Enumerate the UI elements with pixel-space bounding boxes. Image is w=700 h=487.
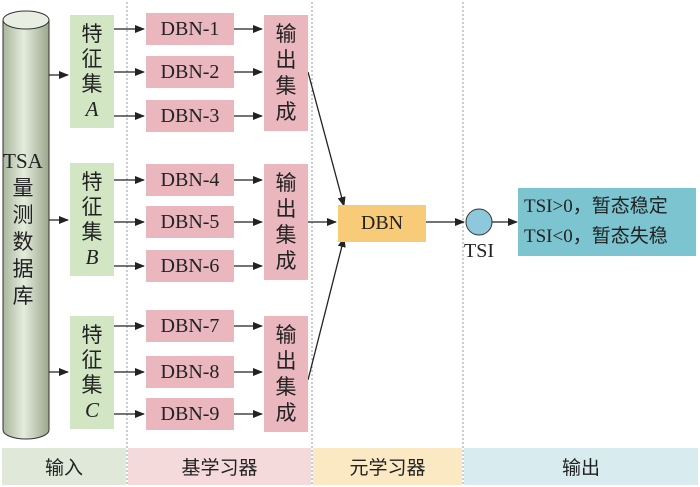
feature-set-letter: B [85,244,99,269]
feature-set-letter: A [85,96,99,121]
integration-char: 出 [275,349,297,373]
band-base-learner: 基学习器 [128,448,311,485]
output-box: TSI>0，暂态稳定 TSI<0，暂态失稳 [518,188,696,256]
database-label: TSA 量 测 数 据 库 [0,148,46,310]
integration-char: 集 [275,375,297,399]
feature-set-c: 特 征 集 C [70,316,114,429]
arrow-integration1-meta [307,71,346,207]
base-learner-dbn-2: DBN-2 [146,56,234,88]
band-meta-learner: 元学习器 [313,448,462,485]
base-learner-dbn-7: DBN-7 [146,310,234,342]
feature-set-b: 特 征 集 B [70,163,114,276]
base-learner-dbn-9: DBN-9 [146,398,234,430]
integration-char: 集 [275,74,297,98]
arrow-integration3-meta [307,237,346,381]
database-label-line: 量 [12,176,34,200]
feature-set-char: 征 [81,194,103,219]
feature-set-letter: C [84,397,99,422]
feature-set-char: 特 [81,322,103,347]
integration-char: 成 [275,401,297,425]
integration-char: 出 [275,48,297,72]
band-input: 输入 [2,448,126,485]
base-learner-dbn-5: DBN-5 [146,206,234,238]
output-stable-line: TSI>0，暂态稳定 [524,196,668,217]
integration-char: 输 [275,22,297,46]
database-label-line: 测 [12,203,34,227]
integration-char: 输 [275,171,297,195]
integration-char: 集 [275,223,297,247]
database-label-line: 据 [12,257,34,281]
feature-set-char: 征 [81,347,103,372]
meta-learner-dbn: DBN [338,205,426,242]
base-learner-dbn-3: DBN-3 [146,100,234,132]
feature-set-char: 征 [81,46,103,71]
database-label-line: 库 [12,284,34,308]
database-label-line: TSA [3,149,43,173]
database-label-line: 数 [12,230,34,254]
base-learner-dbn-4: DBN-4 [146,164,234,196]
feature-set-a: 特 征 集 A [70,15,114,128]
feature-set-char: 集 [81,219,103,244]
integration-char: 出 [275,197,297,221]
feature-set-char: 特 [81,21,103,46]
integration-char: 成 [275,249,297,273]
integration-char: 成 [275,100,297,124]
output-integration-3: 输 出 集 成 [264,316,308,432]
base-learner-dbn-8: DBN-8 [146,356,234,388]
feature-to-learner-arrows [114,25,145,418]
band-output: 输出 [464,448,698,485]
tsi-circle [465,208,493,236]
feature-set-char: 特 [81,169,103,194]
feature-set-char: 集 [81,372,103,397]
learner-to-integration-arrows [234,25,263,418]
output-integration-2: 输 出 集 成 [264,164,308,280]
output-integration-1: 输 出 集 成 [264,15,308,131]
tsi-label: TSI [464,240,494,262]
database-cylinder [2,10,50,440]
output-unstable-line: TSI<0，暂态失稳 [524,226,668,247]
integration-char: 输 [275,323,297,347]
base-learner-dbn-1: DBN-1 [146,13,234,45]
feature-set-char: 集 [81,71,103,96]
base-learner-dbn-6: DBN-6 [146,250,234,282]
